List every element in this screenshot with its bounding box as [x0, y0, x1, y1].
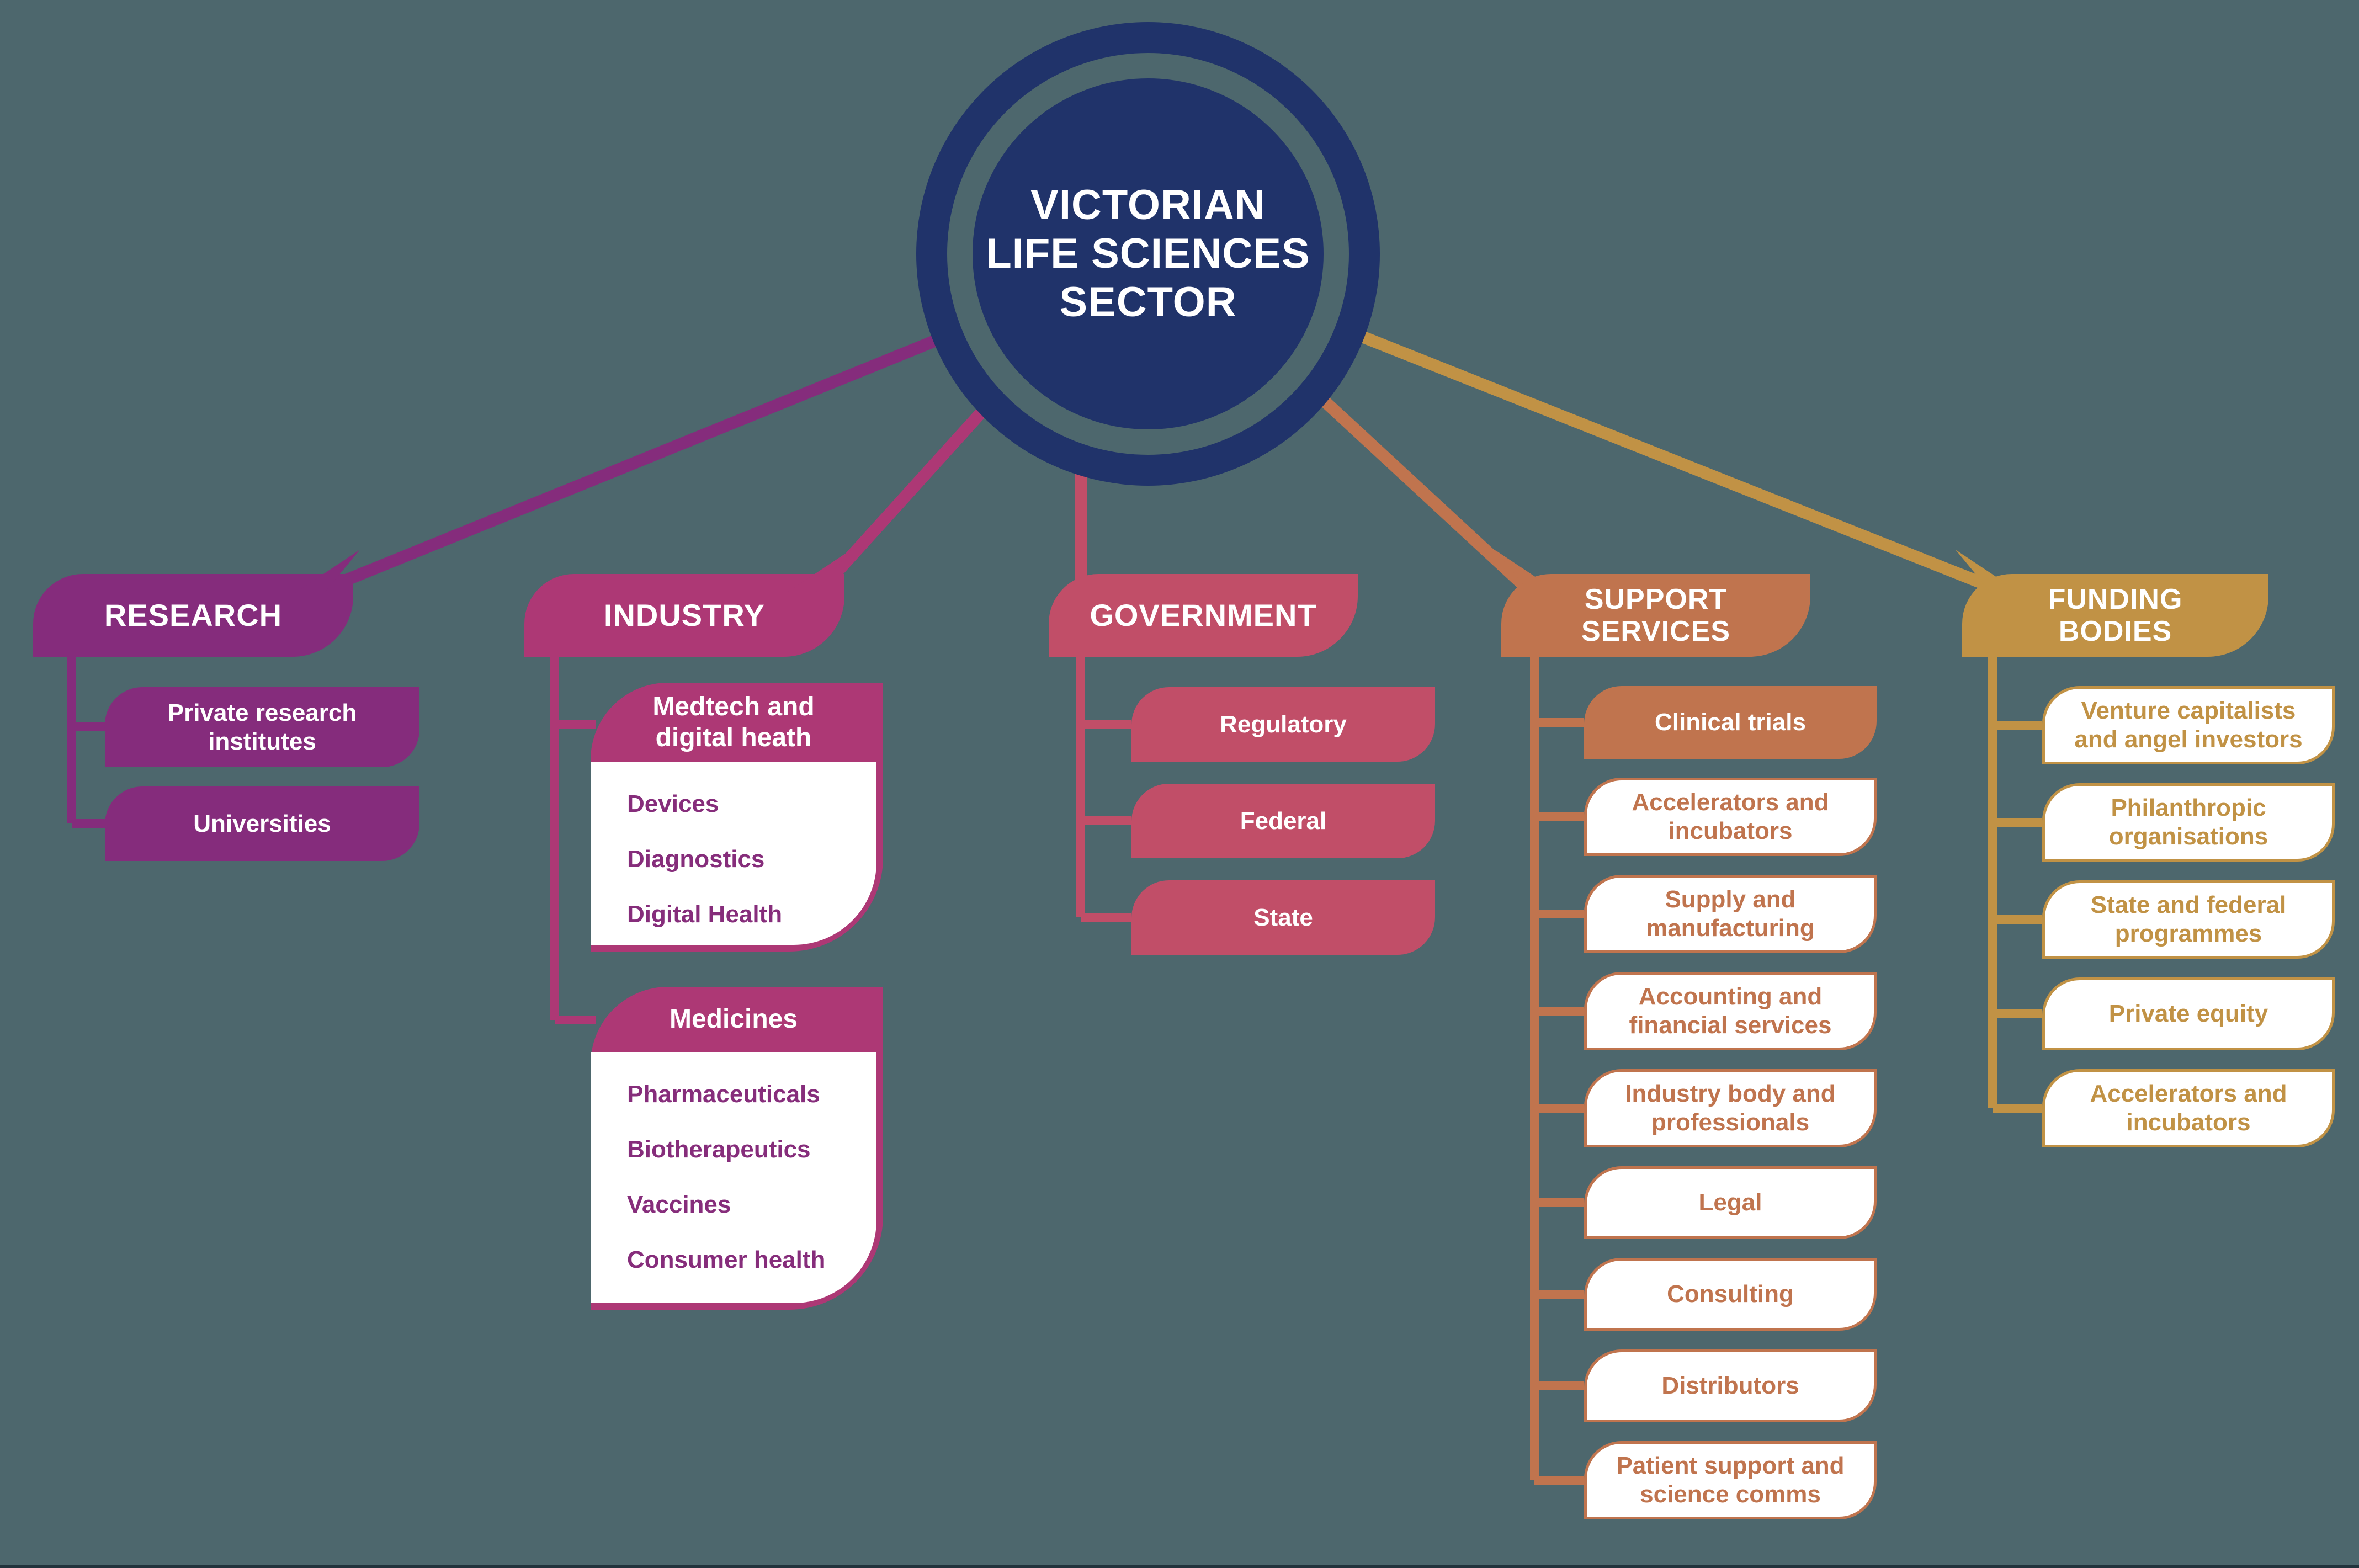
tree-government — [1076, 654, 1131, 922]
section-title-funding-line1: FUNDING — [2048, 583, 2183, 615]
section-header-industry: INDUSTRY — [524, 574, 844, 657]
node-label: Philanthropic organisations — [2108, 794, 2268, 850]
section-title-support-line1: SUPPORT — [1584, 583, 1728, 615]
node-label: Accelerators and incubators — [2090, 1080, 2287, 1136]
list-item-biotherapeutics: Biotherapeutics — [627, 1136, 811, 1163]
card-title: Medicines — [669, 1004, 798, 1034]
node-label: Private equity — [2108, 1000, 2268, 1028]
section-title-support-line2: SERVICES — [1581, 615, 1731, 647]
card-medicines: Medicines Pharmaceuticals Biotherapeutic… — [591, 987, 883, 1310]
card-title: Medtech and digital heath — [652, 692, 815, 752]
node-federal: Federal — [1131, 784, 1435, 858]
list-item-vaccines: Vaccines — [627, 1191, 731, 1218]
node-legal: Legal — [1584, 1166, 1877, 1239]
list-item-devices: Devices — [627, 790, 719, 817]
card-medtech-header: Medtech and digital heath — [591, 683, 876, 762]
node-state: State — [1131, 880, 1435, 955]
section-title-industry: INDUSTRY — [603, 597, 766, 632]
spoke-industry — [820, 401, 992, 589]
section-header-research: RESEARCH — [33, 574, 353, 657]
node-label: Regulatory — [1220, 710, 1347, 738]
list-item-diagnostics: Diagnostics — [627, 846, 765, 873]
node-regulatory: Regulatory — [1131, 687, 1435, 762]
node-venture-capitalists-angel-investors: Venture capitalists and angel investors — [2042, 686, 2335, 764]
node-label: Accounting and financial services — [1629, 983, 1832, 1039]
node-accelerators-incubators-funding: Accelerators and incubators — [2042, 1069, 2335, 1147]
tree-research — [67, 654, 110, 828]
node-label: Venture capitalists and angel investors — [2074, 697, 2303, 753]
hub-title-line3: SECTOR — [1059, 279, 1237, 326]
node-private-research-institutes: Private research institutes — [105, 687, 419, 767]
section-header-government: GOVERNMENT — [1049, 574, 1358, 657]
spoke-funding — [1351, 327, 1990, 591]
node-label: Industry body and professionals — [1625, 1080, 1836, 1136]
list-item-digital-health: Digital Health — [627, 901, 783, 928]
node-universities: Universities — [105, 786, 419, 861]
node-patient-support-science-comms: Patient support and science comms — [1584, 1441, 1877, 1519]
node-label: Clinical trials — [1655, 709, 1806, 736]
list-item-consumer-health: Consumer health — [627, 1246, 826, 1273]
card-medtech-digital-health: Medtech and digital heath Devices Diagno… — [591, 683, 883, 952]
spoke-research — [328, 331, 947, 592]
card-medicines-header: Medicines — [591, 987, 876, 1052]
bottom-edge — [0, 1565, 2359, 1568]
node-label: Distributors — [1661, 1372, 1799, 1400]
tree-support — [1530, 654, 1584, 1485]
tree-funding — [1988, 654, 2042, 1113]
node-philanthropic-organisations: Philanthropic organisations — [2042, 783, 2335, 862]
spoke-support — [1314, 390, 1528, 590]
hub-title-line2: LIFE SCIENCES — [986, 230, 1310, 277]
node-label: Universities — [193, 810, 331, 837]
node-label: Private research institutes — [167, 699, 357, 755]
card-medicines-body: Pharmaceuticals Biotherapeutics Vaccines… — [591, 1052, 876, 1303]
node-accounting-financial-services: Accounting and financial services — [1584, 972, 1877, 1050]
node-label: State — [1253, 903, 1313, 931]
section-title-government: GOVERNMENT — [1090, 597, 1317, 632]
node-clinical-trials: Clinical trials — [1584, 686, 1877, 759]
list-item-pharmaceuticals: Pharmaceuticals — [627, 1081, 820, 1108]
section-title-research: RESEARCH — [104, 597, 283, 632]
hub-circle: VICTORIAN LIFE SCIENCES SECTOR — [916, 22, 1380, 486]
node-label: Legal — [1698, 1189, 1762, 1216]
node-supply-manufacturing: Supply and manufacturing — [1584, 875, 1877, 953]
hub-title-line1: VICTORIAN — [1030, 181, 1266, 228]
section-title-funding-line2: BODIES — [2058, 615, 2172, 647]
node-label: Patient support and science comms — [1616, 1452, 1845, 1508]
node-label: Accelerators and incubators — [1632, 789, 1829, 844]
hub-title: VICTORIAN LIFE SCIENCES SECTOR — [916, 22, 1380, 486]
section-header-funding-bodies: FUNDING BODIES — [1962, 574, 2268, 657]
section-header-support-services: SUPPORT SERVICES — [1501, 574, 1810, 657]
node-accelerators-incubators-support: Accelerators and incubators — [1584, 778, 1877, 856]
node-private-equity: Private equity — [2042, 977, 2335, 1050]
node-label: State and federal programmes — [2090, 891, 2287, 947]
node-state-federal-programmes: State and federal programmes — [2042, 880, 2335, 959]
node-label: Federal — [1240, 807, 1327, 835]
node-label: Supply and manufacturing — [1646, 886, 1815, 942]
node-distributors: Distributors — [1584, 1349, 1877, 1422]
tree-industry — [550, 654, 596, 1024]
node-industry-body-professionals: Industry body and professionals — [1584, 1069, 1877, 1147]
node-consulting: Consulting — [1584, 1258, 1877, 1331]
card-medtech-body: Devices Diagnostics Digital Health — [591, 762, 876, 945]
node-label: Consulting — [1667, 1280, 1794, 1308]
